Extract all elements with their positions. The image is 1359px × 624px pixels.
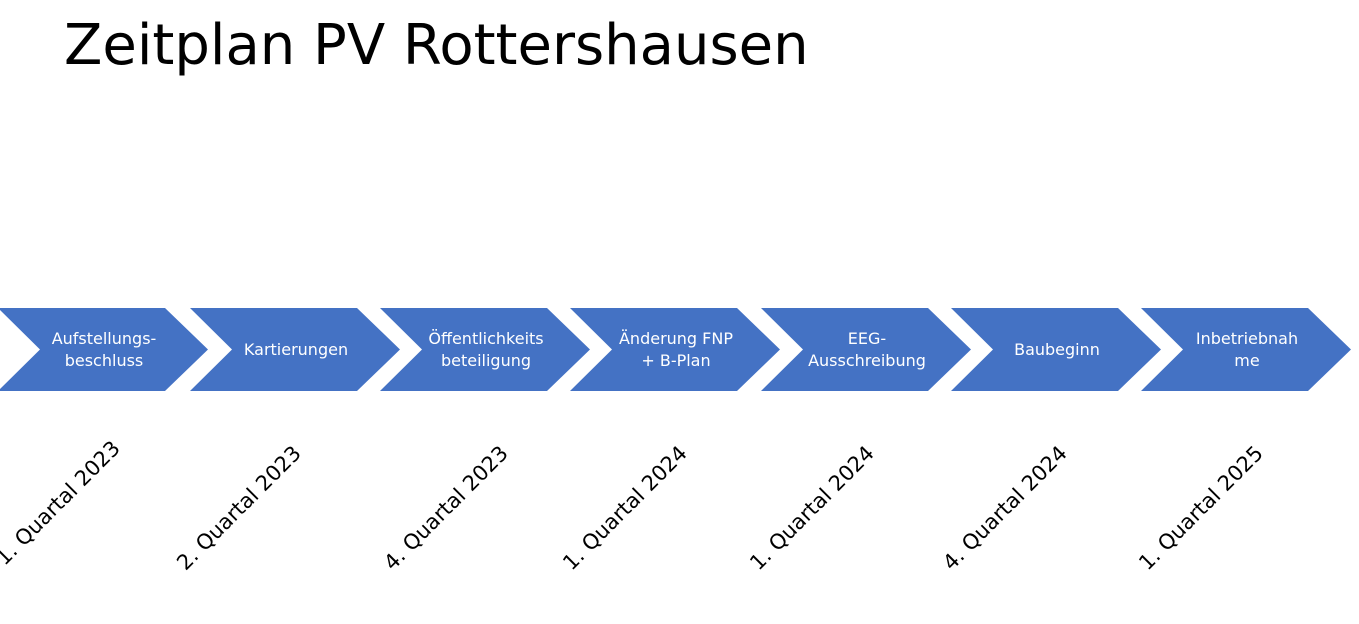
- process-chevron-row: Aufstellungs- beschluss Kartierungen Öff…: [0, 308, 1359, 391]
- date-label-3: 4. Quartal 2023: [379, 441, 513, 575]
- date-label-5: 1. Quartal 2024: [745, 441, 879, 575]
- process-step-label: Öffentlichkeits beteiligung: [428, 328, 544, 370]
- process-step-6[interactable]: Baubeginn: [951, 308, 1161, 391]
- date-label-2: 2. Quartal 2023: [172, 441, 306, 575]
- date-label-4: 1. Quartal 2024: [558, 441, 692, 575]
- process-step-label: Baubeginn: [1014, 339, 1100, 359]
- process-step-label: Inbetriebnah me: [1195, 328, 1299, 370]
- date-label-7: 1. Quartal 2025: [1134, 441, 1268, 575]
- process-step-3[interactable]: Öffentlichkeits beteiligung: [380, 308, 590, 391]
- process-step-2[interactable]: Kartierungen: [190, 308, 400, 391]
- process-step-label: Aufstellungs- beschluss: [51, 328, 157, 370]
- page-title: Zeitplan PV Rottershausen: [64, 13, 809, 78]
- date-label-1: 1. Quartal 2023: [0, 436, 125, 570]
- process-step-5[interactable]: EEG- Ausschreibung: [761, 308, 971, 391]
- process-step-label: Kartierungen: [243, 339, 349, 359]
- process-step-1[interactable]: Aufstellungs- beschluss: [0, 308, 208, 391]
- date-label-6: 4. Quartal 2024: [938, 441, 1072, 575]
- process-step-4[interactable]: Änderung FNP + B-Plan: [570, 308, 780, 391]
- process-step-label: Änderung FNP + B-Plan: [618, 328, 733, 370]
- process-step-7[interactable]: Inbetriebnah me: [1141, 308, 1351, 391]
- process-step-label: EEG- Ausschreibung: [808, 328, 926, 370]
